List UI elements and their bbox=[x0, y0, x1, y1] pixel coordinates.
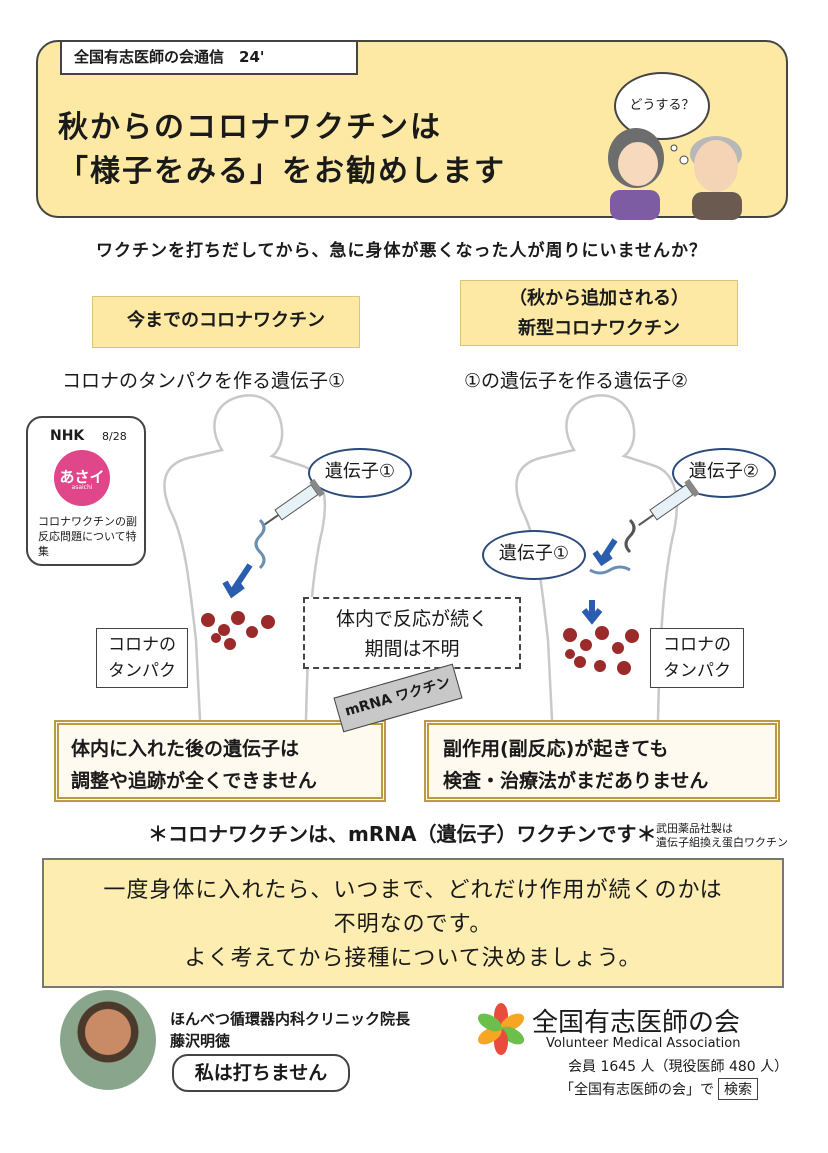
syringe-icon bbox=[263, 478, 325, 527]
left-gene-title: コロナのタンパクを作る遺伝子① bbox=[62, 370, 346, 392]
left-protein-label-line-2: タンパク bbox=[108, 661, 176, 681]
mrna-note: ＊コロナワクチンは、mRNA（遺伝子）ワクチンです＊ bbox=[148, 822, 657, 846]
thought-bubble: どうする？ bbox=[614, 72, 710, 140]
left-gene-bubble: 遺伝子① bbox=[308, 448, 412, 498]
asaichi-logo-text: あさイチ bbox=[59, 468, 105, 540]
left-protein-label-line-1: コロナの bbox=[108, 635, 176, 655]
warning-right-line-1: 副作用(副反応)が起きても bbox=[443, 738, 669, 760]
right-gene-title: ①の遺伝子を作る遺伝子② bbox=[464, 370, 689, 392]
left-heading: 今までのコロナワクチン bbox=[92, 296, 360, 348]
conclusion-line-2: 不明なのです。 bbox=[333, 912, 493, 937]
conclusion-line-1: 一度身体に入れたら、いつまで、どれだけ作用が続くのかは bbox=[103, 878, 723, 903]
right-body-outline bbox=[515, 394, 679, 720]
right-heading-line-2: 新型コロナワクチン bbox=[518, 318, 680, 339]
takeda-note-line-2: 遺伝子組換え蛋白ワクチン bbox=[656, 836, 788, 849]
title-line-1: 秋からのコロナワクチンは bbox=[58, 110, 442, 145]
warning-right-line-2: 検査・治療法がまだありません bbox=[443, 770, 709, 792]
takeda-note-line-1: 武田薬品社製は bbox=[656, 822, 733, 835]
arrow-down-icon-2 bbox=[581, 600, 603, 625]
doctor-name: 藤沢明徳 bbox=[170, 1032, 231, 1050]
reaction-duration-box: 体内で反応が続く 期間は不明 bbox=[303, 597, 521, 669]
newsletter-tag: 全国有志医師の会通信 24' bbox=[60, 40, 358, 75]
protein-cluster-icon bbox=[201, 611, 275, 650]
syringe-icon bbox=[638, 478, 700, 527]
nhk-date: 8/28 bbox=[102, 430, 127, 443]
search-button[interactable]: 検索 bbox=[718, 1078, 758, 1100]
right-heading: （秋から追加される） 新型コロナワクチン bbox=[460, 280, 738, 346]
asaichi-logo: あさイチ bbox=[54, 450, 110, 540]
search-hint-text: 「全国有志医師の会」で bbox=[560, 1082, 714, 1098]
association-english: Volunteer Medical Association bbox=[546, 1036, 741, 1051]
dna-strand-icon bbox=[254, 518, 266, 570]
doctor-quote: 私は打ちません bbox=[172, 1054, 350, 1092]
left-injection-diagram bbox=[201, 478, 325, 650]
warning-left: 体内に入れた後の遺伝子は 調整や追跡が全くできません bbox=[54, 720, 386, 802]
warning-left-line-1: 体内に入れた後の遺伝子は bbox=[71, 738, 300, 760]
protein-cluster-icon bbox=[563, 626, 639, 675]
left-body-outline bbox=[163, 394, 327, 720]
dna-strand-small-icon bbox=[589, 565, 631, 575]
association-name: 全国有志医師の会 bbox=[532, 1008, 741, 1038]
elderly-couple-illustration bbox=[608, 128, 742, 220]
takeda-note: 武田薬品社製は 遺伝子組換え蛋白ワクチン bbox=[656, 822, 788, 850]
association-logo-icon bbox=[477, 1003, 525, 1055]
reaction-line-2: 期間は不明 bbox=[364, 638, 460, 660]
title-line-2: 「様子をみる」をお勧めします bbox=[58, 154, 506, 189]
left-protein-label: コロナの タンパク bbox=[96, 628, 188, 688]
search-hint: 「全国有志医師の会」で検索 bbox=[560, 1078, 758, 1100]
nhk-channel: NHK bbox=[50, 428, 85, 444]
arrow-down-icon bbox=[222, 563, 253, 599]
asaichi-logo-small: asaichi bbox=[71, 484, 93, 491]
warning-left-line-2: 調整や追跡が全くできません bbox=[71, 770, 317, 792]
right-gene-1-bubble: 遺伝子① bbox=[482, 530, 586, 580]
body-silhouettes bbox=[163, 394, 679, 720]
right-protein-label-line-2: タンパク bbox=[663, 661, 731, 681]
question-text: ワクチンを打ちだしてから、急に身体が悪くなった人が周りにいませんか？ bbox=[96, 241, 707, 261]
warning-right: 副作用(副反応)が起きても 検査・治療法がまだありません bbox=[424, 720, 780, 802]
conclusion-line-3: よく考えてから接種について決めましょう。 bbox=[184, 946, 642, 971]
association-members: 会員 1645 人（現役医師 480 人） bbox=[568, 1059, 789, 1075]
nhk-caption: コロナワクチンの副反応問題について特集 bbox=[38, 515, 137, 558]
doctor-avatar bbox=[60, 990, 156, 1090]
reaction-line-1: 体内で反応が続く bbox=[335, 608, 488, 630]
nhk-feature-box: NHK 8/28 あさイチ asaichi コロナワクチンの副反応問題について特… bbox=[26, 416, 146, 566]
right-heading-line-1: （秋から追加される） bbox=[509, 288, 689, 309]
arrow-down-icon bbox=[592, 538, 618, 567]
right-injection-diagram bbox=[563, 478, 700, 675]
right-protein-label-line-1: コロナの bbox=[663, 635, 731, 655]
conclusion-box: 一度身体に入れたら、いつまで、どれだけ作用が続くのかは 不明なのです。 よく考え… bbox=[42, 858, 784, 988]
right-protein-label: コロナの タンパク bbox=[650, 628, 744, 688]
dna-strand-icon bbox=[624, 518, 636, 554]
doctor-title: ほんべつ循環器内科クリニック院長 bbox=[170, 1010, 411, 1028]
